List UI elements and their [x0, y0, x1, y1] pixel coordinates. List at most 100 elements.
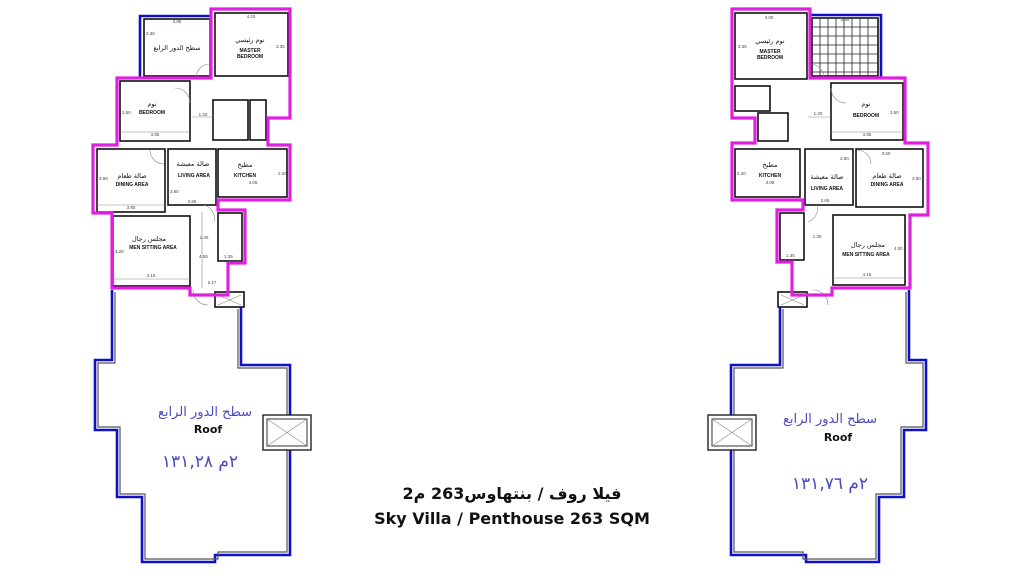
dim-label: 3.35 [276, 44, 285, 49]
left-roof-area: ٢م ١٣١,٢٨ [162, 452, 238, 472]
left-plan: سطح الدور الرابع نوم رئيسي MASTER BEDROO… [91, 7, 312, 564]
right-bathroom-2 [757, 112, 789, 142]
dim-label: 3.60 [882, 151, 891, 156]
left-men-label-ar: مجلس رجال [132, 235, 166, 243]
dim-label: 2.17 [208, 280, 217, 285]
right-door-swing [807, 204, 818, 223]
dim-label: 3.60 [840, 156, 849, 161]
left-roof-outline [93, 290, 292, 564]
dim-label: 1.35 [224, 254, 233, 259]
right-door-swing [809, 63, 825, 79]
left-skylight-cross [266, 418, 308, 447]
right-roof-label-en: Roof [824, 431, 853, 444]
dim-label: 1.30 [200, 235, 209, 240]
left-kitchen [217, 148, 288, 198]
dim-label: 1.30 [813, 234, 822, 239]
right-apartment-outline [730, 7, 930, 297]
right-door-swing [856, 149, 872, 165]
dim-label: 3.30 [146, 31, 155, 36]
dim-label: 3.35 [738, 44, 747, 49]
left-bedroom [119, 80, 191, 142]
right-roof-area: ٢م ١٣١,٧٦ [792, 474, 868, 494]
title-english: Sky Villa / Penthouse 263 SQM [374, 509, 650, 528]
right-roof-inner-outline [733, 292, 924, 560]
right-master-label-en-2: BEDROOM [757, 55, 783, 61]
left-roof-inner-outline [97, 292, 288, 560]
left-door-swing [149, 149, 165, 165]
left-door-swing [203, 204, 215, 223]
dim-label: 4.55 [199, 254, 208, 259]
right-elevator-cross [780, 294, 805, 306]
right-bedroom-label-en: BEDROOM [853, 113, 879, 119]
dim-label: 2.65 [821, 198, 830, 203]
left-apartment-outline [91, 7, 292, 297]
dim-label: 2.20 [737, 171, 746, 176]
right-top-terrace-outline [810, 13, 883, 78]
right-dining-label-ar: صالة طعام [872, 172, 902, 180]
title-arabic: فيلا روف / بنتهاوس263 م2 [402, 484, 622, 503]
dim-label: 2.65 [188, 199, 197, 204]
dim-label: 2.20 [278, 171, 287, 176]
dim-label: 4.00 [894, 246, 903, 251]
left-elevator-cross [217, 294, 242, 306]
dim-label: 4.20 [115, 249, 124, 254]
right-living-label-ar: صالة معيشة [811, 173, 844, 181]
right-master-bedroom [734, 12, 808, 80]
dim-label: 4.05 [249, 180, 258, 185]
left-terrace-label-ar: سطح الدور الرابع [153, 44, 200, 52]
dim-label: 3.60 [912, 176, 921, 181]
dim-label: 1.20 [814, 111, 823, 116]
left-door-swing [174, 87, 191, 104]
right-kitchen-label-en: KITCHEN [759, 173, 782, 179]
right-men-label-ar: مجلس رجال [851, 241, 885, 249]
left-bedroom-label-ar: نوم [147, 100, 156, 108]
dim-label: 4.00 [765, 15, 774, 20]
right-bedroom-label-ar: نوم [861, 100, 870, 108]
right-bedroom [830, 82, 904, 141]
dim-label: 3.60 [170, 189, 179, 194]
dim-label: 1.20 [199, 112, 208, 117]
right-roof-skylight-inner [711, 418, 753, 447]
left-roof-label-en: Roof [194, 423, 223, 436]
right-skylight-cross [711, 418, 753, 447]
right-living-area [804, 148, 854, 206]
left-master-label-en-2: BEDROOM [237, 54, 263, 60]
left-men-label-en: MEN SITTING AREA [129, 245, 177, 251]
right-door-swing [812, 289, 829, 306]
left-bathroom-1 [212, 99, 249, 141]
left-master-label-ar: نوم رئيسي [235, 36, 265, 44]
dim-label: 4.05 [766, 180, 775, 185]
right-plan: نوم رئيسي MASTER BEDROOM نوم BEDROOM مطب… [707, 7, 930, 564]
left-bedroom-label-en: BEDROOM [139, 110, 165, 116]
right-kitchen [734, 148, 801, 198]
left-roof-label-ar: سطح الدور الرابع [158, 405, 252, 420]
right-dining-area [855, 148, 924, 208]
right-master-label-ar: نوم رئيسي [755, 37, 785, 45]
left-guest-bath [217, 212, 243, 262]
dim-label: 3.50 [122, 110, 131, 115]
right-roof-label-ar: سطح الدور الرابع [783, 412, 877, 427]
left-dining-label-en: DINING AREA [116, 182, 149, 188]
left-top-terrace-outline [138, 14, 211, 78]
right-men-sitting-area [832, 214, 906, 286]
left-master-label-en-1: MASTER [239, 48, 261, 54]
right-door-swing [830, 87, 847, 104]
left-door-swing [192, 289, 209, 306]
dim-label: 4.15 [863, 272, 872, 277]
dim-label: 4.15 [147, 273, 156, 278]
left-kitchen-label-en: KITCHEN [234, 173, 257, 179]
left-kitchen-label-ar: مطبخ [238, 161, 253, 169]
dim-label: 3.85 [841, 17, 850, 22]
right-dining-label-en: DINING AREA [871, 182, 904, 188]
left-bathroom-2 [249, 99, 267, 141]
dim-label: 3.60 [99, 176, 108, 181]
left-dining-area [96, 148, 166, 213]
right-terrace-grid [811, 17, 879, 77]
dim-label: 3.85 [151, 132, 160, 137]
dim-label: 4.20 [247, 14, 256, 19]
right-kitchen-label-ar: مطبخ [763, 161, 778, 169]
right-roof-outline [729, 290, 928, 564]
left-living-area [167, 148, 217, 206]
